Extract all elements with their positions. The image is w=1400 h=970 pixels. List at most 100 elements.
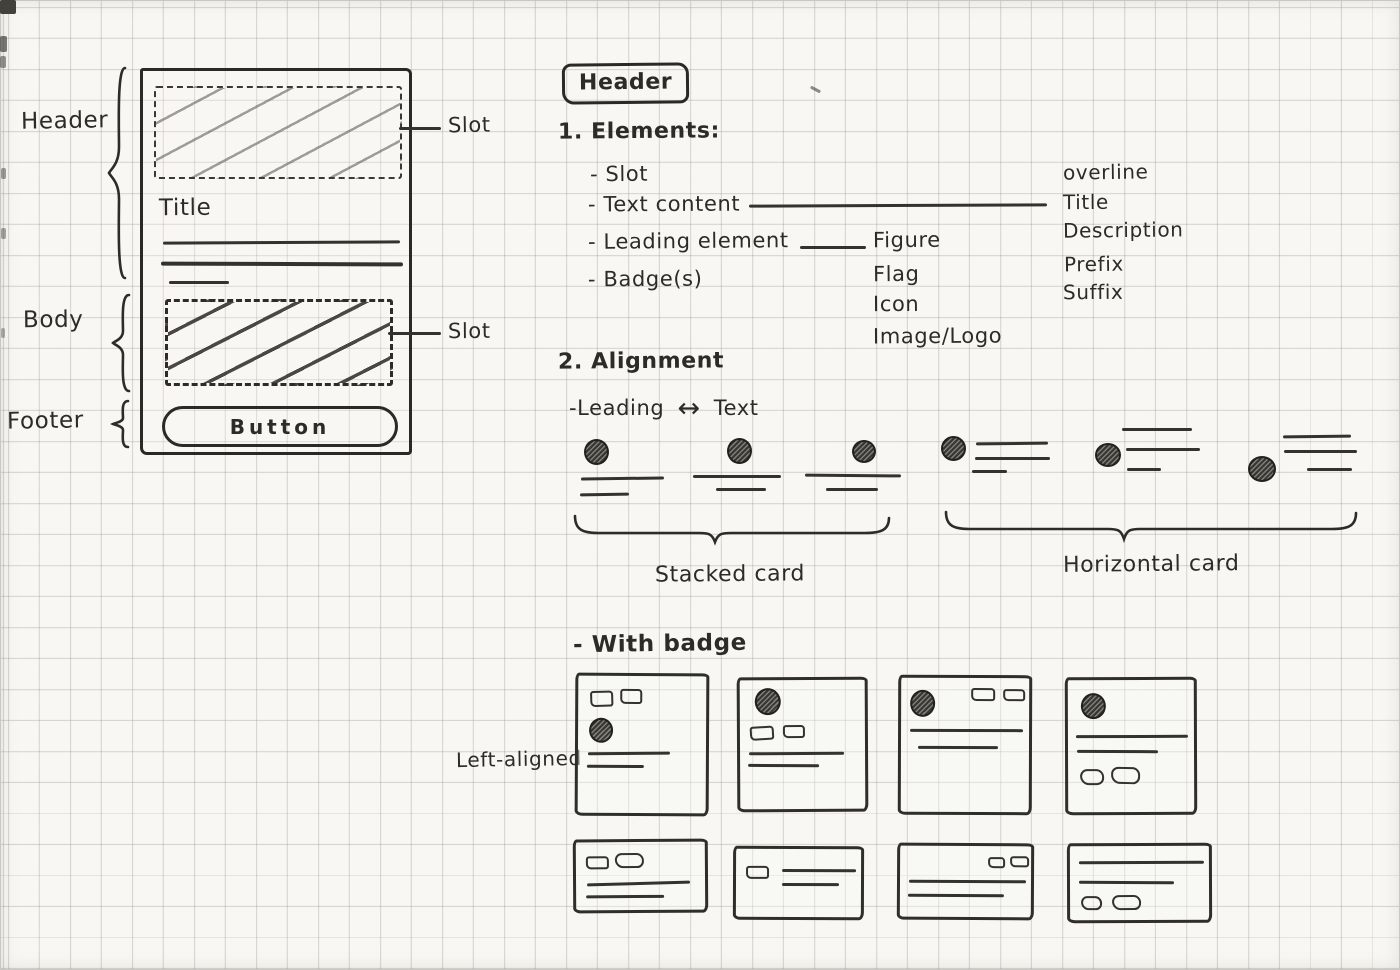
avatar-dot (1080, 693, 1106, 720)
avatar-dot (589, 717, 614, 743)
leading-figure-dot (941, 436, 966, 461)
text-line (586, 764, 644, 769)
with-badge-heading: - With badge (572, 629, 748, 659)
badge-card-badges-bottom (1064, 676, 1198, 816)
footer-brace-label: Footer (6, 407, 85, 435)
footer-section-brace (110, 399, 130, 449)
badge (1080, 769, 1105, 786)
text-line (1307, 468, 1352, 471)
header-section-brace (107, 66, 127, 280)
leading-figure-dot (1248, 456, 1276, 482)
scan-artifact (0, 0, 16, 14)
header-slot-placeholder (154, 86, 402, 179)
scan-artifact (0, 56, 6, 68)
scan-artifact (1, 228, 6, 239)
card-anatomy-frame: Title Button (140, 68, 412, 455)
stacked-card-caption: Stacked card (654, 561, 806, 588)
leading-option-icon: Icon (872, 291, 920, 317)
alignment-leading-label: -Leading (569, 396, 665, 420)
text-line (975, 441, 1049, 446)
body-slot-placeholder (165, 299, 393, 386)
text-line (1075, 734, 1188, 739)
badge (1010, 856, 1030, 868)
text-line (1122, 428, 1192, 431)
text-line (748, 763, 820, 768)
description-line (160, 261, 404, 266)
text-line (693, 475, 781, 478)
stray-pen-mark (809, 85, 822, 94)
card-title-placeholder: Title (158, 194, 212, 222)
body-brace-label: Body (22, 306, 84, 334)
text-line (972, 470, 1007, 473)
badge (971, 688, 996, 702)
double-arrow-icon: ↔ (677, 393, 701, 424)
leading-connector-line (800, 246, 866, 249)
badge (782, 724, 805, 739)
elements-item-leading: - Leading element (587, 228, 789, 254)
footer-button-label: Button (229, 414, 331, 439)
compact-card-badges-right (896, 842, 1035, 921)
alignment-heading: 2. Alignment (557, 348, 725, 375)
field-suffix: Suffix (1062, 279, 1124, 305)
body-slot-callout: Slot (447, 318, 491, 344)
badge-card-badges-top (574, 672, 710, 817)
field-overline: overline (1062, 159, 1149, 185)
text-line (716, 488, 766, 491)
slot-callout-line (399, 127, 441, 130)
text-line (826, 488, 878, 491)
scan-artifact (0, 36, 7, 52)
leading-option-image-logo: Image/Logo (872, 323, 1003, 349)
header-brace-label: Header (20, 107, 109, 135)
scan-artifact (1, 328, 5, 338)
text-line (907, 893, 1004, 898)
elements-item-badges: - Badge(s) (587, 266, 703, 292)
alignment-subitem: -Leading ↔ Text (569, 393, 759, 424)
field-description: Description (1062, 217, 1184, 243)
slot-callout-line (388, 332, 441, 335)
elements-heading: 1. Elements: (557, 118, 721, 145)
compact-card-badge-inline (732, 845, 865, 921)
header-boxed-text: Header (578, 69, 673, 96)
header-slot-callout: Slot (447, 112, 491, 138)
elements-item-text-content: - Text content (587, 191, 741, 217)
badge (1003, 689, 1026, 702)
header-boxed-label: Header (561, 62, 690, 105)
avatar-dot (754, 688, 781, 716)
text-line (587, 751, 670, 756)
badge-card-badges-mid (736, 676, 869, 813)
text-line (749, 751, 845, 756)
text-line (1284, 450, 1357, 453)
leading-option-flag: Flag (872, 261, 920, 287)
compact-card-badges-top (572, 838, 709, 914)
text-line (1127, 468, 1161, 471)
description-line (162, 240, 401, 245)
text-line (1078, 880, 1175, 885)
leading-figure-dot (1095, 443, 1121, 467)
elements-item-slot: - Slot (589, 161, 649, 187)
badge (585, 856, 609, 870)
field-title: Title (1062, 189, 1109, 215)
text-line (1282, 434, 1352, 439)
avatar-dot (910, 689, 936, 717)
badge (590, 690, 614, 708)
text-line (1077, 749, 1159, 754)
leading-figure-dot (727, 438, 752, 464)
description-line (169, 281, 229, 284)
alignment-text-label: Text (713, 396, 759, 420)
compact-card-badges-bottom (1066, 842, 1213, 924)
field-prefix: Prefix (1063, 251, 1124, 277)
badge (988, 857, 1006, 869)
left-aligned-row-label: Left-aligned (455, 745, 582, 773)
stacked-card-brace (573, 514, 891, 546)
text-line (1126, 448, 1200, 451)
scan-artifact (1, 168, 6, 179)
footer-button: Button (162, 406, 398, 447)
body-section-brace (111, 293, 131, 393)
badge-card-badges-right (897, 674, 1033, 816)
leading-figure-dot (584, 439, 609, 465)
text-line (908, 879, 1027, 884)
badge (1081, 896, 1103, 911)
leading-figure-dot (852, 440, 876, 463)
text-line (910, 728, 1024, 733)
